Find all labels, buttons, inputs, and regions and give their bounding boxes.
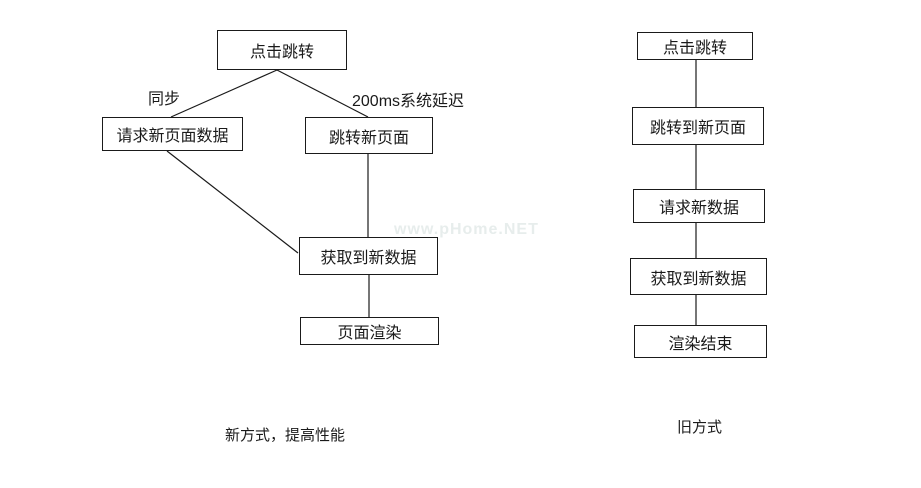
node-right-jump-to-new-page: 跳转到新页面 [632, 107, 764, 145]
node-right-request-new-data: 请求新数据 [633, 189, 765, 223]
edge-clickjump-to-requestdata-line [170, 69, 278, 118]
node-right-got-new-data: 获取到新数据 [630, 258, 767, 295]
edge-label-200ms-delay: 200ms系统延迟 [352, 93, 465, 110]
node-left-click-jump: 点击跳转 [217, 30, 347, 70]
caption-new-way: 新方式，提高性能 [225, 427, 346, 444]
node-left-jump-new-page: 跳转新页面 [305, 117, 433, 154]
node-right-render-end: 渲染结束 [634, 325, 767, 358]
edge-label-sync: 同步 [148, 91, 181, 108]
node-left-request-new-page-data: 请求新页面数据 [102, 117, 243, 151]
node-left-page-render: 页面渲染 [300, 317, 439, 345]
edge-clickjump-to-jumpnewpage-line [276, 69, 369, 118]
edge-requestdata-to-gotdata-line [166, 150, 299, 254]
node-left-got-new-data: 获取到新数据 [299, 237, 438, 275]
node-right-click-jump: 点击跳转 [637, 32, 753, 60]
caption-old-way: 旧方式 [677, 419, 723, 436]
